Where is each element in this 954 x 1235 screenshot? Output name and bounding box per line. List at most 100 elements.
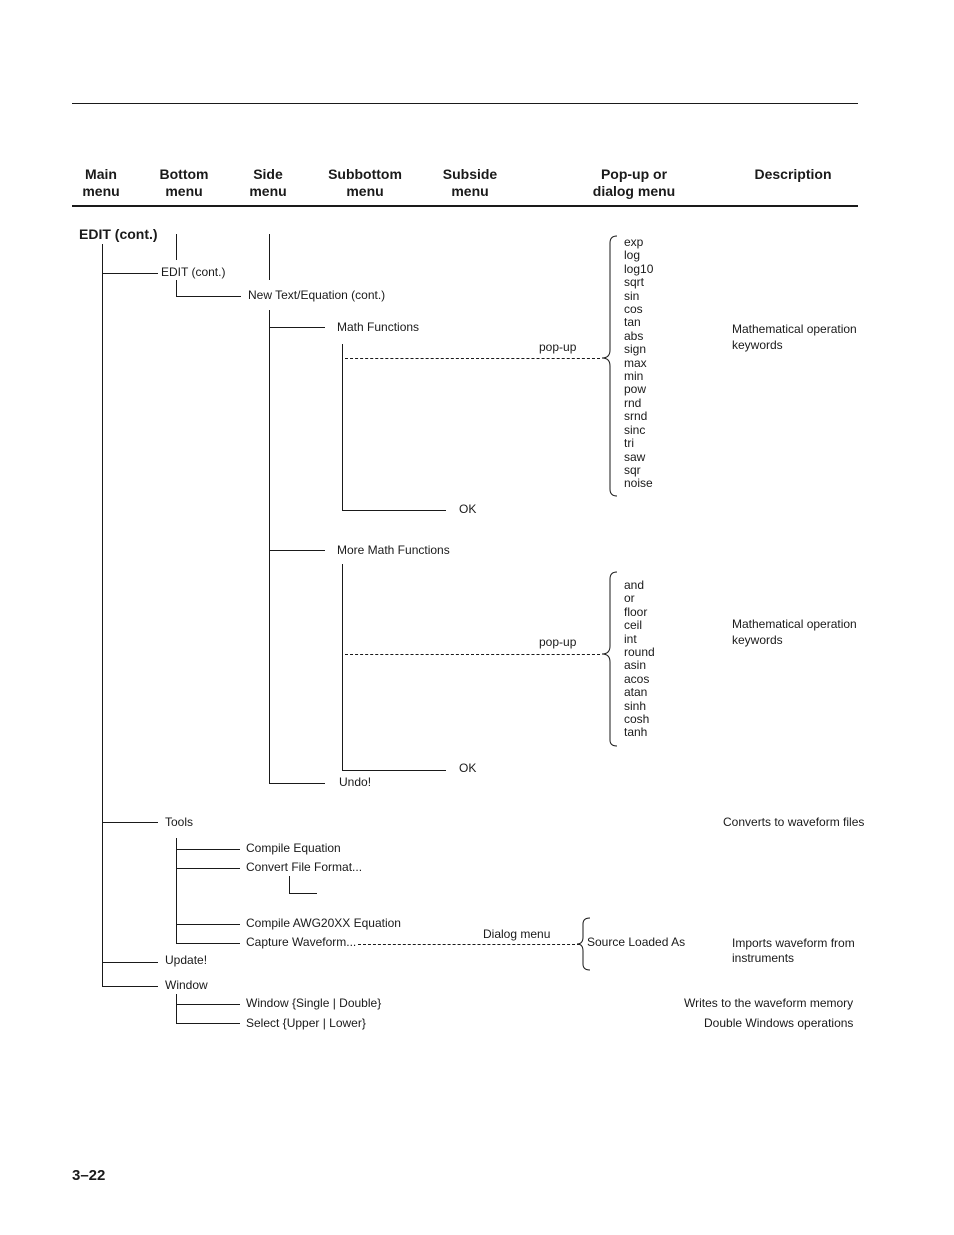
branch-select-upper	[176, 1023, 240, 1024]
branch-update	[102, 962, 158, 963]
label-popup-1: pop-up	[539, 340, 577, 354]
branch-ok-1	[342, 510, 446, 511]
keywords_2-keyword: tanh	[624, 725, 648, 740]
desc-tools: Converts to waveform files	[723, 815, 865, 829]
keywords_1-keyword: sqrt	[624, 275, 645, 290]
bottom-stub-edit	[176, 280, 177, 296]
desc-math-keywords-1: Mathematical operation keywords	[732, 322, 857, 352]
branch-ok-2	[342, 770, 446, 771]
desc-math-keywords-2: Mathematical operation keywords	[732, 617, 857, 647]
keywords_2-keyword: acos	[624, 671, 650, 686]
label-compile-awg: Compile AWG20XX Equation	[246, 916, 401, 930]
label-source-loaded-as: Source Loaded As	[587, 935, 686, 949]
keywords_1-keyword: tri	[624, 436, 634, 451]
header-description: Description	[754, 166, 832, 182]
dash-popup-2	[345, 654, 600, 655]
subbottom-trunk-2	[342, 564, 343, 770]
label-select-upper-lower: Select {Upper | Lower}	[246, 1016, 366, 1030]
bottom-stub-top	[176, 234, 177, 260]
label-edit-cont-bottom: EDIT (cont.)	[161, 265, 226, 279]
label-math-functions: Math Functions	[337, 320, 420, 334]
branch-compile-awg	[176, 924, 240, 925]
label-update: Update!	[165, 953, 208, 967]
desc-capture: Imports waveform from instruments	[732, 936, 855, 965]
dash-popup-1	[345, 358, 600, 359]
branch-convert-file	[176, 868, 240, 869]
keywords_1-keyword: pow	[624, 382, 647, 397]
label-more-math-functions: More Math Functions	[337, 543, 450, 557]
keywords_1-keyword: srnd	[624, 409, 648, 424]
header-subbottom-menu: Subbottom menu	[328, 166, 402, 199]
keywords_2-keyword: ceil	[624, 618, 643, 633]
keywords_2-keyword: cosh	[624, 712, 650, 727]
label-capture-waveform: Capture Waveform...	[246, 935, 357, 949]
branch-math-functions	[269, 327, 325, 328]
branch-new-text	[176, 296, 241, 297]
label-tools: Tools	[165, 815, 194, 829]
convert-stub-v	[289, 876, 290, 893]
keywords_2-keyword: round	[624, 645, 655, 660]
brace-popup-2	[601, 571, 618, 747]
keywords_1-keyword: rnd	[624, 395, 642, 410]
label-new-text-equation: New Text/Equation (cont.)	[248, 288, 386, 302]
keywords_1-keyword: min	[624, 369, 644, 384]
header-subside-menu: Subside menu	[442, 166, 498, 199]
label-window: Window	[165, 978, 208, 992]
keywords_1-keyword: cos	[624, 302, 643, 317]
branch-undo	[269, 783, 325, 784]
page-number: 3–22	[72, 1167, 106, 1184]
header-side-menu: Side menu	[249, 166, 287, 199]
branch-window-single	[176, 1004, 240, 1005]
branch-compile-equation	[176, 849, 240, 850]
keywords_1-keyword: saw	[624, 449, 646, 464]
side-trunk	[269, 310, 270, 784]
keywords_1-keyword: noise	[624, 476, 653, 491]
keywords_1-keyword: tan	[624, 315, 641, 330]
top-rule	[72, 103, 858, 104]
keywords_1-keyword: abs	[624, 328, 644, 343]
header-popup-dialog-menu: Pop-up or dialog menu	[592, 166, 676, 199]
label-window-single-double: Window {Single | Double}	[246, 996, 382, 1010]
brace-dialog	[576, 917, 591, 971]
desc-select-upper-lower: Double Windows operations	[704, 1016, 854, 1030]
brace-popup-1	[601, 235, 618, 497]
label-undo: Undo!	[339, 775, 372, 789]
keywords_2-keyword: atan	[624, 685, 648, 700]
label-ok-1: OK	[459, 502, 477, 516]
keywords_1-keyword: sqr	[624, 462, 641, 477]
tools-trunk	[176, 838, 177, 943]
keywords_2-keyword: asin	[624, 658, 647, 673]
label-edit-cont-main: EDIT (cont.)	[79, 226, 158, 242]
header-rule	[72, 205, 858, 207]
keywords_2-keyword: int	[624, 631, 637, 646]
branch-more-math	[269, 550, 325, 551]
keywords_2-keyword: sinh	[624, 698, 647, 713]
keywords_1-keyword: sign	[624, 342, 647, 357]
label-ok-2: OK	[459, 761, 477, 775]
header-bottom-menu: Bottom menu	[159, 166, 209, 199]
branch-tools	[102, 822, 158, 823]
branch-window	[102, 986, 158, 987]
keywords_2-keyword: floor	[624, 604, 648, 619]
keywords_2-keyword: or	[624, 591, 635, 606]
keywords_1-keyword: exp	[624, 235, 644, 249]
label-popup-2: pop-up	[539, 635, 577, 649]
keywords_1-keyword: log	[624, 248, 641, 263]
dash-dialog	[358, 944, 580, 945]
keywords_2-keyword: and	[624, 578, 645, 592]
branch-capture	[176, 943, 240, 944]
convert-stub-h	[289, 893, 317, 894]
subbottom-trunk-1	[342, 344, 343, 510]
keywords_1-keyword: sinc	[624, 422, 646, 437]
label-compile-equation: Compile Equation	[246, 841, 341, 855]
header-main-menu: Main menu	[82, 166, 120, 199]
keywords_1-keyword: max	[624, 355, 647, 370]
keywords_1-keyword: sin	[624, 288, 640, 303]
label-convert-file-format: Convert File Format...	[246, 860, 363, 874]
desc-window-single-double: Writes to the waveform memory	[684, 996, 854, 1010]
label-dialog-menu: Dialog menu	[483, 927, 551, 941]
side-stub-top	[269, 234, 270, 280]
